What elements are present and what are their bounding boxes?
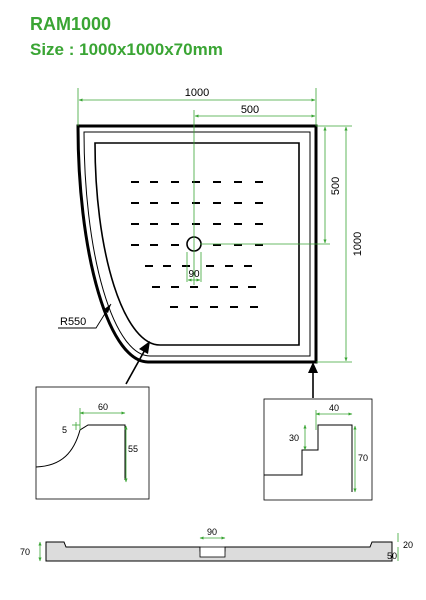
depth-dimension-label: 1000 xyxy=(352,232,364,256)
rim-step-label: 5 xyxy=(62,425,67,435)
section-drain-label: 90 xyxy=(207,527,217,537)
detail-right-height-label: 70 xyxy=(358,453,368,463)
drain-dimension-label: 90 xyxy=(188,269,200,280)
tray-rim-outline xyxy=(83,131,311,357)
detail-left: 60 5 55 xyxy=(35,386,150,500)
radius-label: R550 xyxy=(60,316,86,328)
step-width-label: 40 xyxy=(329,403,339,413)
size-title: Size : 1000x1000x70mm xyxy=(30,40,223,59)
anti-slip-pattern xyxy=(131,181,263,308)
detail-right: 40 30 70 xyxy=(263,398,373,501)
half-width-dimension-label: 500 xyxy=(241,104,259,116)
rim-width-label: 60 xyxy=(98,402,108,412)
step-height-label: 30 xyxy=(289,433,299,443)
side-section: 90 70 20 50 xyxy=(20,527,413,562)
half-depth-dimension-label: 500 xyxy=(330,177,342,195)
detail-left-height-label: 55 xyxy=(128,444,138,454)
model-title: RAM1000 xyxy=(30,14,112,34)
tray-outer-outline xyxy=(76,124,318,364)
section-total-height-label: 70 xyxy=(20,547,30,557)
section-top-offset-label: 20 xyxy=(403,540,413,550)
section-base-height-label: 50 xyxy=(387,551,397,561)
plan-view: 1000 500 500 1000 90 R550 xyxy=(58,87,364,398)
tray-inner-outline xyxy=(94,142,300,346)
width-dimension-label: 1000 xyxy=(185,87,209,99)
